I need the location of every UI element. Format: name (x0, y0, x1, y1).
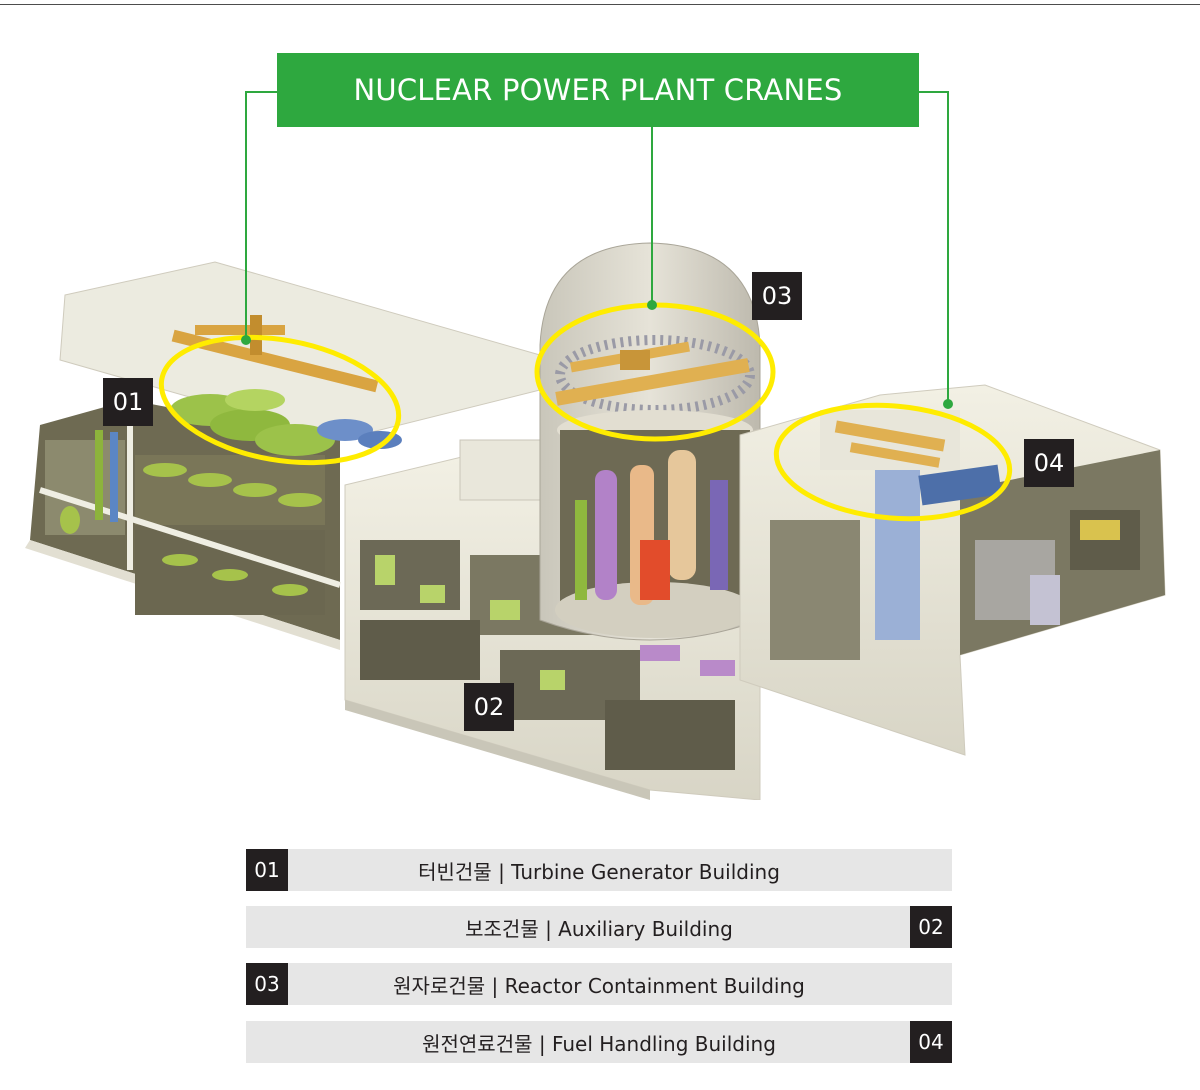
leader-dots (241, 300, 953, 409)
marker-01: 01 (103, 378, 153, 426)
highlight-ring-fuel-crane (773, 402, 1013, 522)
top-rule (0, 4, 1200, 5)
legend-row-03: 원자로건물 | Reactor Containment Building 03 (246, 963, 952, 1005)
legend-row-02: 보조건물 | Auxiliary Building 02 (246, 906, 952, 948)
legend-label: 원자로건물 | Reactor Containment Building (393, 973, 805, 998)
legend-row-04: 원전연료건물 | Fuel Handling Building 04 (246, 1021, 952, 1063)
legend-number: 03 (246, 963, 288, 1005)
legend-number: 04 (910, 1021, 952, 1063)
marker-04: 04 (1024, 439, 1074, 487)
legend-label: 원전연료건물 | Fuel Handling Building (422, 1031, 776, 1056)
legend-label: 터빈건물 | Turbine Generator Building (418, 859, 780, 884)
leader-lines (245, 91, 949, 402)
marker-03: 03 (752, 272, 802, 320)
marker-02: 02 (464, 683, 514, 731)
legend-number: 01 (246, 849, 288, 891)
reactor-coolant-equipment (575, 450, 728, 605)
polar-crane (555, 341, 750, 406)
legend-number: 02 (910, 906, 952, 948)
reactor-containment (539, 242, 761, 641)
legend-row-01: 터빈건물 | Turbine Generator Building 01 (246, 849, 952, 891)
diagram-title: NUCLEAR POWER PLANT CRANES (277, 53, 919, 127)
highlight-ring-turbine-crane (158, 334, 402, 466)
plant-cutaway-illustration (25, 91, 1166, 800)
legend-label: 보조건물 | Auxiliary Building (465, 916, 733, 941)
fuel-handling-crane (834, 420, 946, 468)
fuel-handling-building (739, 384, 1166, 756)
